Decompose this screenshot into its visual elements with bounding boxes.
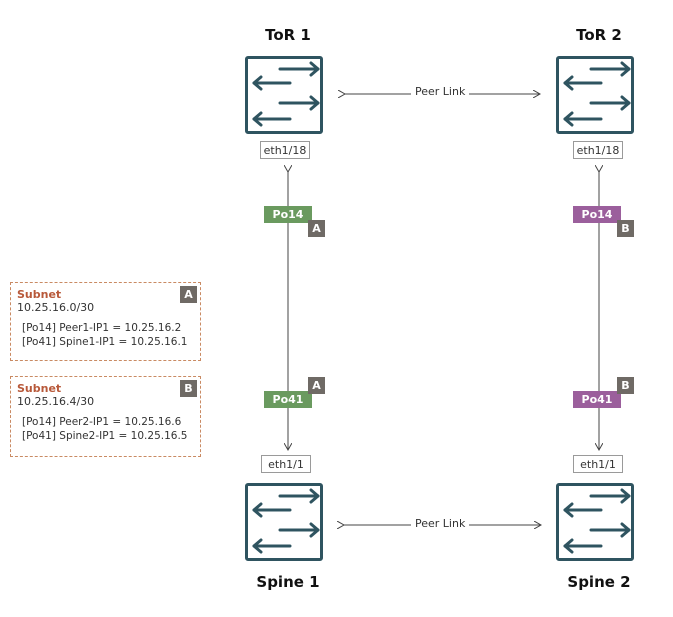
network-switch-icon (252, 488, 320, 554)
tor2-title: ToR 2 (576, 26, 622, 44)
subnet-title: Subnet (17, 288, 62, 301)
subnet-box-b: Subnet 10.25.16.4/30 [Po14] Peer2-IP1 = … (10, 376, 201, 457)
spine1-switch[interactable] (245, 483, 323, 561)
spine2-title: Spine 2 (567, 573, 631, 591)
subnet-badge-a: A (180, 286, 197, 303)
spine1-title: Spine 1 (256, 573, 320, 591)
network-switch-icon (252, 61, 320, 127)
subnet-ip-line: [Po41] Spine1-IP1 = 10.25.16.1 (22, 336, 188, 348)
badge-b: B (617, 220, 634, 237)
subnet-cidr: 10.25.16.4/30 (17, 395, 95, 408)
subnet-ip-line: [Po14] Peer2-IP1 = 10.25.16.6 (22, 416, 182, 428)
tor1-port-channel: Po14 (264, 206, 312, 223)
spine1-port-channel: Po41 (264, 391, 312, 408)
spine1-eth-port: eth1/1 (261, 455, 311, 473)
subnet-cidr: 10.25.16.0/30 (17, 301, 95, 314)
tor2-port-channel: Po14 (573, 206, 621, 223)
badge-a: A (308, 377, 325, 394)
badge-a: A (308, 220, 325, 237)
peer-link-bottom-label: Peer Link (411, 517, 470, 530)
spine2-port-channel: Po41 (573, 391, 621, 408)
tor1-title: ToR 1 (265, 26, 311, 44)
subnet-badge-b: B (180, 380, 197, 397)
spine2-switch[interactable] (556, 483, 634, 561)
subnet-ip-line: [Po41] Spine2-IP1 = 10.25.16.5 (22, 430, 188, 442)
tor2-switch[interactable] (556, 56, 634, 134)
network-switch-icon (563, 488, 631, 554)
tor2-eth-port: eth1/18 (573, 141, 623, 159)
peer-link-top-label: Peer Link (411, 85, 470, 98)
subnet-box-a: Subnet 10.25.16.0/30 [Po14] Peer1-IP1 = … (10, 282, 201, 361)
network-switch-icon (563, 61, 631, 127)
tor1-switch[interactable] (245, 56, 323, 134)
tor1-eth-port: eth1/18 (260, 141, 310, 159)
subnet-ip-line: [Po14] Peer1-IP1 = 10.25.16.2 (22, 322, 182, 334)
spine2-eth-port: eth1/1 (573, 455, 623, 473)
subnet-title: Subnet (17, 382, 62, 395)
badge-b: B (617, 377, 634, 394)
